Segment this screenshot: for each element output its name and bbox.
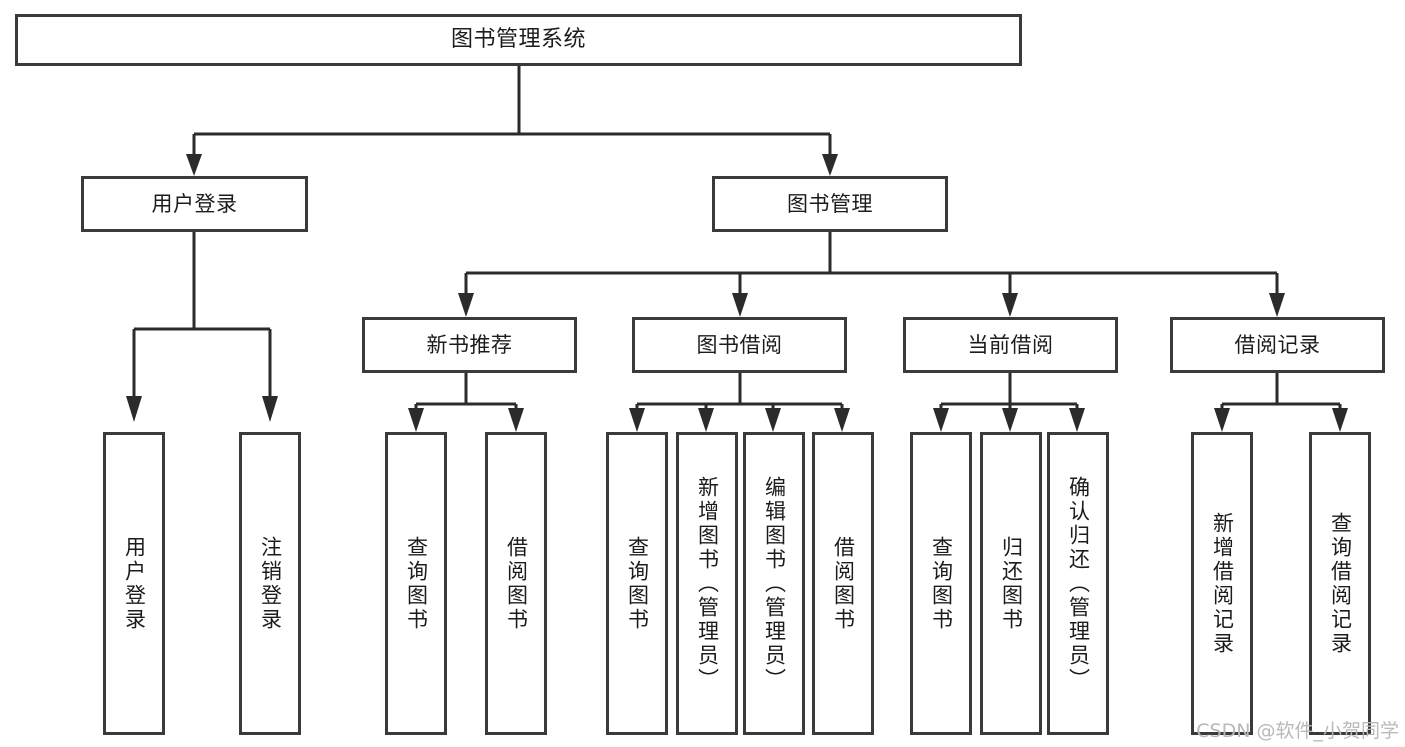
leaf-new-book-borrow-book[interactable]: 借阅图书 xyxy=(485,432,547,735)
leaf-borrow-record-add-record[interactable]: 新增借阅记录 xyxy=(1191,432,1253,735)
leaf-current-borrow-confirm-return-admin[interactable]: 确认归还（管理员） xyxy=(1047,432,1109,735)
node-label: 借阅记录 xyxy=(1234,332,1321,357)
leaf-borrow-record-query-record[interactable]: 查询借阅记录 xyxy=(1309,432,1371,735)
node-label: 归还图书 xyxy=(999,535,1024,632)
node-label: 查询借阅记录 xyxy=(1328,511,1353,656)
leaf-book-borrow-query-book[interactable]: 查询图书 xyxy=(606,432,668,735)
leaf-book-borrow-borrow-book[interactable]: 借阅图书 xyxy=(812,432,874,735)
leaf-current-borrow-return-book[interactable]: 归还图书 xyxy=(980,432,1042,735)
node-label: 确认归还（管理员） xyxy=(1066,475,1091,692)
leaf-user-login-login[interactable]: 用户登录 xyxy=(103,432,165,735)
node-label: 借阅图书 xyxy=(504,535,529,632)
leaf-book-borrow-edit-book-admin[interactable]: 编辑图书（管理员） xyxy=(743,432,805,735)
node-label: 新书推荐 xyxy=(426,332,513,357)
node-book-borrow[interactable]: 图书借阅 xyxy=(632,317,847,373)
node-label: 新增图书（管理员） xyxy=(695,475,720,692)
node-label: 查询图书 xyxy=(929,535,954,632)
node-label: 图书管理 xyxy=(787,191,873,216)
leaf-current-borrow-query-book[interactable]: 查询图书 xyxy=(910,432,972,735)
node-label: 注销登录 xyxy=(258,535,283,632)
node-borrow-record[interactable]: 借阅记录 xyxy=(1170,317,1385,373)
node-label: 查询图书 xyxy=(404,535,429,632)
node-label: 用户登录 xyxy=(122,535,147,632)
node-label: 新增借阅记录 xyxy=(1210,511,1235,656)
node-user-login[interactable]: 用户登录 xyxy=(81,176,308,232)
node-label: 图书借阅 xyxy=(696,332,783,357)
node-label: 编辑图书（管理员） xyxy=(762,475,787,692)
node-root-book-management-system[interactable]: 图书管理系统 xyxy=(15,14,1022,66)
node-label: 查询图书 xyxy=(625,535,650,632)
node-label: 图书管理系统 xyxy=(450,27,586,53)
node-label: 借阅图书 xyxy=(831,535,856,632)
node-current-borrow[interactable]: 当前借阅 xyxy=(903,317,1118,373)
csdn-watermark: CSDN @软件_小贺同学 xyxy=(1196,720,1399,742)
leaf-user-login-logout[interactable]: 注销登录 xyxy=(239,432,301,735)
node-label: 用户登录 xyxy=(151,191,238,216)
leaf-book-borrow-add-book-admin[interactable]: 新增图书（管理员） xyxy=(676,432,738,735)
node-book-management[interactable]: 图书管理 xyxy=(712,176,948,232)
leaf-new-book-query-book[interactable]: 查询图书 xyxy=(385,432,447,735)
node-label: 当前借阅 xyxy=(967,332,1054,357)
node-new-book-recommend[interactable]: 新书推荐 xyxy=(362,317,577,373)
